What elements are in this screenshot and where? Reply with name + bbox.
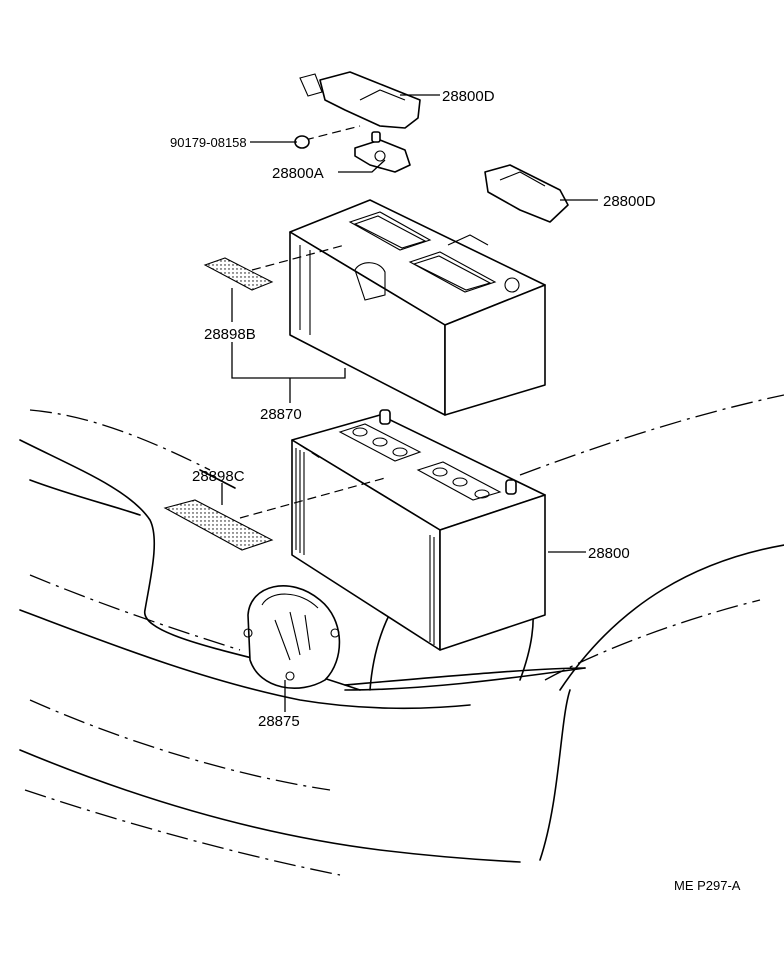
round-cover xyxy=(243,585,341,689)
warning-label-lower xyxy=(163,477,386,551)
warning-label-upper xyxy=(203,244,346,291)
battery-tray xyxy=(289,199,546,416)
label-90179-08158: 90179-08158 xyxy=(170,135,247,150)
terminal-cover-upper xyxy=(299,71,421,141)
label-28875: 28875 xyxy=(258,713,300,730)
label-28800a: 28800A xyxy=(272,165,324,182)
leader-lines xyxy=(221,94,598,712)
terminal-clamp xyxy=(354,131,411,173)
label-28898c: 28898C xyxy=(192,468,245,485)
drawing-code: ME P297-A xyxy=(674,878,741,893)
label-28800d-right: 28800D xyxy=(603,193,656,210)
terminal-cover-right xyxy=(484,164,569,223)
vehicle-body-outline xyxy=(19,394,784,876)
label-28800d-upper: 28800D xyxy=(442,88,495,105)
label-28800: 28800 xyxy=(588,545,630,562)
label-28898b: 28898B xyxy=(204,326,256,343)
nut xyxy=(294,135,310,149)
label-28870: 28870 xyxy=(260,406,302,423)
battery xyxy=(291,409,546,651)
part-labels: 28800D 90179-08158 28800A 28800D 28898B … xyxy=(170,88,656,730)
